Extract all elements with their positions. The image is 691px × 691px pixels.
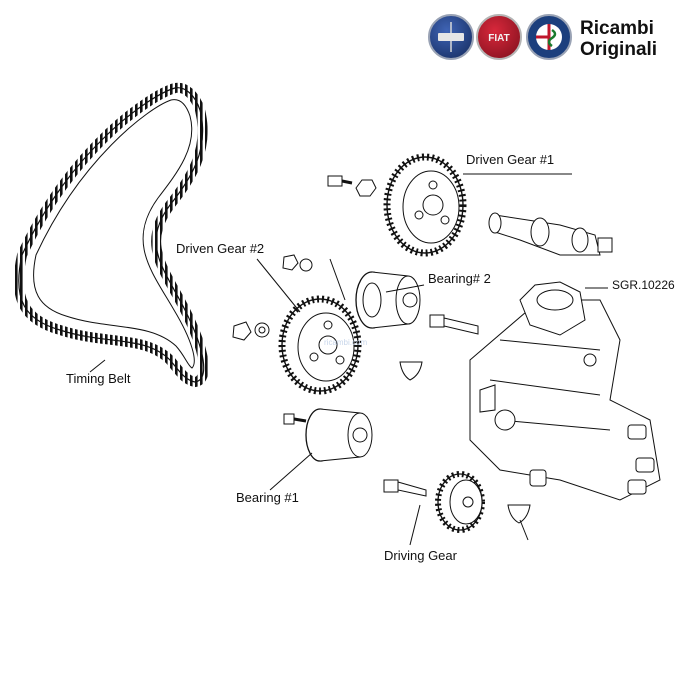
label-driven-gear-1: Driven Gear #1 [466,152,555,167]
driving-gear [435,471,485,533]
driven-gear-2 [278,295,362,395]
injection-pump [469,281,661,501]
leader-lines [89,173,608,546]
bolt-bearing-1 [283,413,307,425]
bolt-gear-1 [327,175,377,197]
label-bearing-1: Bearing #1 [236,490,299,505]
woodruff-key-1 [399,361,423,381]
brand-line-2: Originali [580,39,658,60]
timing-belt [13,82,209,388]
brand-line-1: Ricambi [580,18,654,39]
bearing-1 [305,408,373,462]
label-driven-gear-2: Driven Gear #2 [176,241,265,256]
bolt-bearing-2 [429,314,479,335]
watermark: ricambi.com [324,338,368,347]
lancia-logo [428,14,474,60]
label-bearing-2: Bearing# 2 [428,271,491,286]
fiat-logo: FIAT [476,14,522,60]
camshaft [488,212,613,256]
brand-title: Ricambi Originali [580,18,657,60]
driven-gear-1 [383,153,467,257]
bearing-2 [355,271,421,329]
label-driving-gear: Driving Gear [384,548,457,563]
label-sgr-code: SGR.10226 [612,278,675,292]
alfa-romeo-logo [526,14,572,60]
label-timing-belt: Timing Belt [66,371,131,386]
fiat-logo-text: FIAT [488,33,509,44]
woodruff-key-2 [507,504,531,524]
bolt-driving-gear [383,479,427,497]
nut-washer-gear-2 [232,254,313,341]
